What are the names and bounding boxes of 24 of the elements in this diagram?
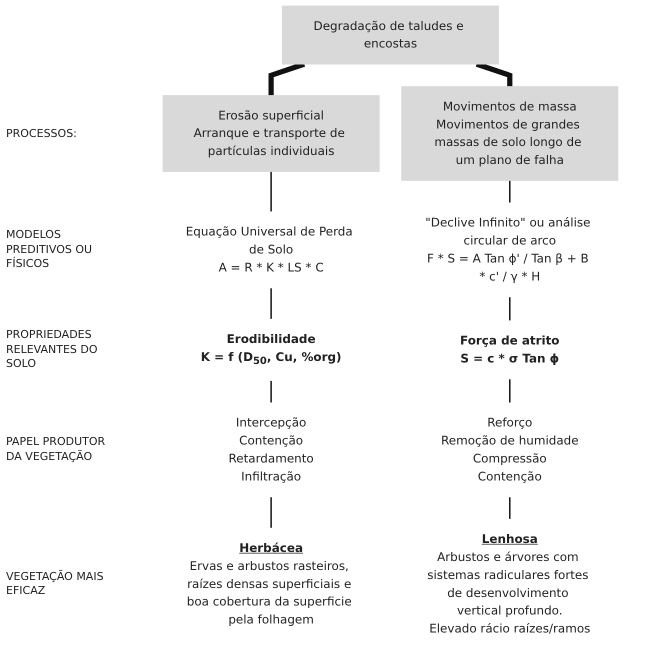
connector — [270, 496, 272, 528]
row-label: MODELOS PREDITIVOS OU FÍSICOS — [6, 228, 94, 272]
node-text: Herbácea Ervas e arbustos rasteiros, raízes densas superficiais e boa cobertura da superficie pela folhagem — [186, 540, 352, 627]
node-box: Erosão superficial Arranque e transporte de partículas individuais — [162, 95, 380, 172]
row-label: PROPRIEDADES RELEVANTES DO SOLO — [6, 328, 99, 372]
node-text: Reforço Remoção de humidade Compressão Contenção — [441, 416, 579, 484]
node-box: Degradação de taludes e encostas — [282, 6, 500, 65]
node-text: Equação Universal de Perda de Solo A = R * K * LS * C — [186, 224, 353, 274]
node-text: Intercepção Contenção Retardamento Infiltração — [228, 416, 314, 484]
row-label: VEGETAÇÃO MAIS EFICAZ — [6, 570, 105, 598]
connector — [270, 288, 272, 320]
node-text: "Declive Infinito" ou análise circular de arco F * S = A Tan ϕ' / Tan β + B * c' / γ * H — [425, 216, 591, 284]
row-label: PAPEL PRODUTOR DA VEGETAÇÃO — [6, 435, 106, 464]
node-text: Erodibilidade K = f (D$_{50}$, Cu, %org) — [200, 332, 342, 368]
connector — [509, 180, 511, 203]
node-box: Movimentos de massa Movimentos de grandes massas de solo longo de um plano de falha — [401, 86, 618, 181]
row-label: PROCESSOS: — [6, 126, 78, 141]
connector — [270, 380, 272, 403]
node-text: Força de atrito S = c * σ Tan ϕ — [460, 333, 560, 366]
connector — [509, 378, 511, 403]
node-text: Lenhosa Arbustos e árvores com sistemas radiculares fortes de desenvolvimento vertical profundo. Elevado rácio raízes/ramos — [427, 532, 590, 636]
connector — [509, 496, 511, 520]
connector — [270, 172, 272, 212]
connector — [509, 296, 511, 321]
